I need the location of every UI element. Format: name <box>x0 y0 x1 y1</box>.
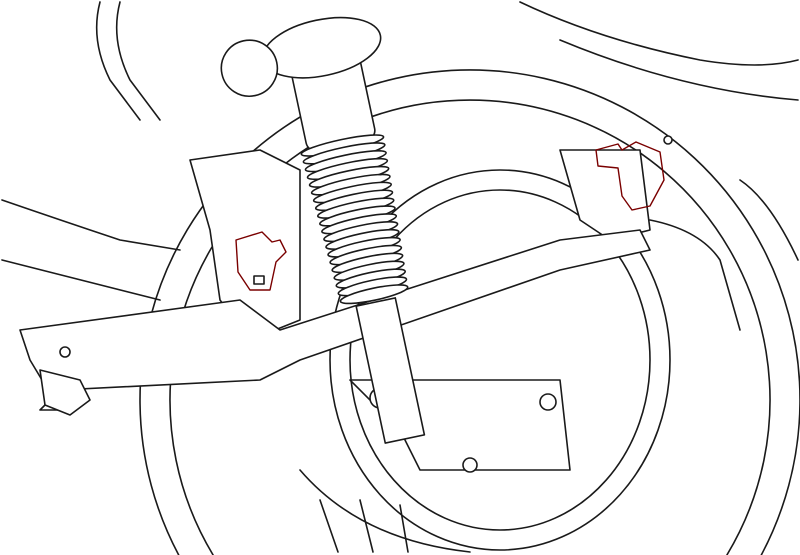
shock-absorber <box>220 16 426 444</box>
fender-edge <box>739 179 799 261</box>
rotor-inner <box>349 189 651 531</box>
cam-bolt-icon <box>595 141 665 211</box>
fender-line-2 <box>559 39 799 101</box>
shock-bellows <box>300 134 409 305</box>
bellows-fold <box>339 284 409 305</box>
frame-rail-top <box>1 199 181 251</box>
vehicle-body <box>1 1 799 331</box>
frame-brackets <box>189 149 651 341</box>
right-bracket <box>559 149 651 241</box>
air-fitting <box>220 39 279 97</box>
hose-1 <box>95 1 141 121</box>
fender-line <box>519 1 799 66</box>
bolt-tip <box>663 135 673 145</box>
fender-lip <box>649 219 741 331</box>
arm-end <box>39 369 91 416</box>
rotor-vanes <box>319 499 409 553</box>
frame-rail-bottom <box>1 259 161 301</box>
ball-joint-right <box>539 393 557 411</box>
cam-bolt-icon <box>235 231 287 291</box>
hose-2 <box>115 1 161 121</box>
tie-rod-nut <box>462 457 478 473</box>
cam-bolt-slot <box>253 275 265 285</box>
brake-rotor <box>329 169 671 551</box>
cam-bolt-right <box>595 135 673 211</box>
rotor-vent <box>299 469 471 553</box>
arm-bolt <box>59 346 71 358</box>
cam-bolt-left <box>235 231 287 291</box>
shock-lower-body <box>355 297 426 444</box>
